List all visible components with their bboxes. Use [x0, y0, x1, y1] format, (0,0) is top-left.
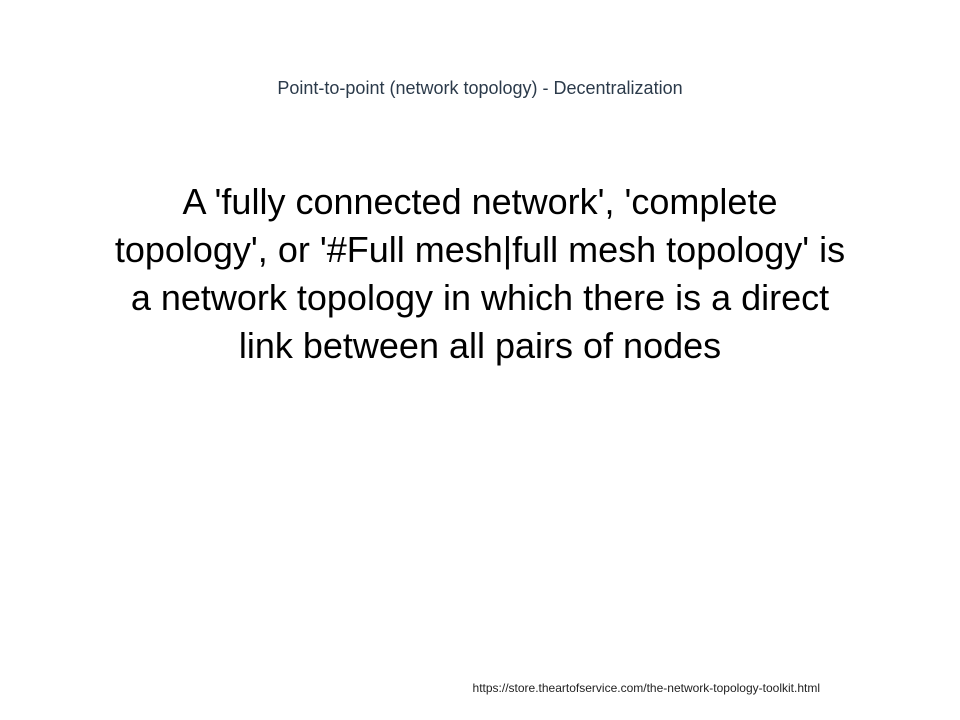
slide-body-text: A 'fully connected network', 'complete t… [114, 181, 846, 366]
slide-title: Point-to-point (network topology) - Dece… [277, 78, 683, 98]
footer-url: https://store.theartofservice.com/the-ne… [472, 681, 820, 695]
